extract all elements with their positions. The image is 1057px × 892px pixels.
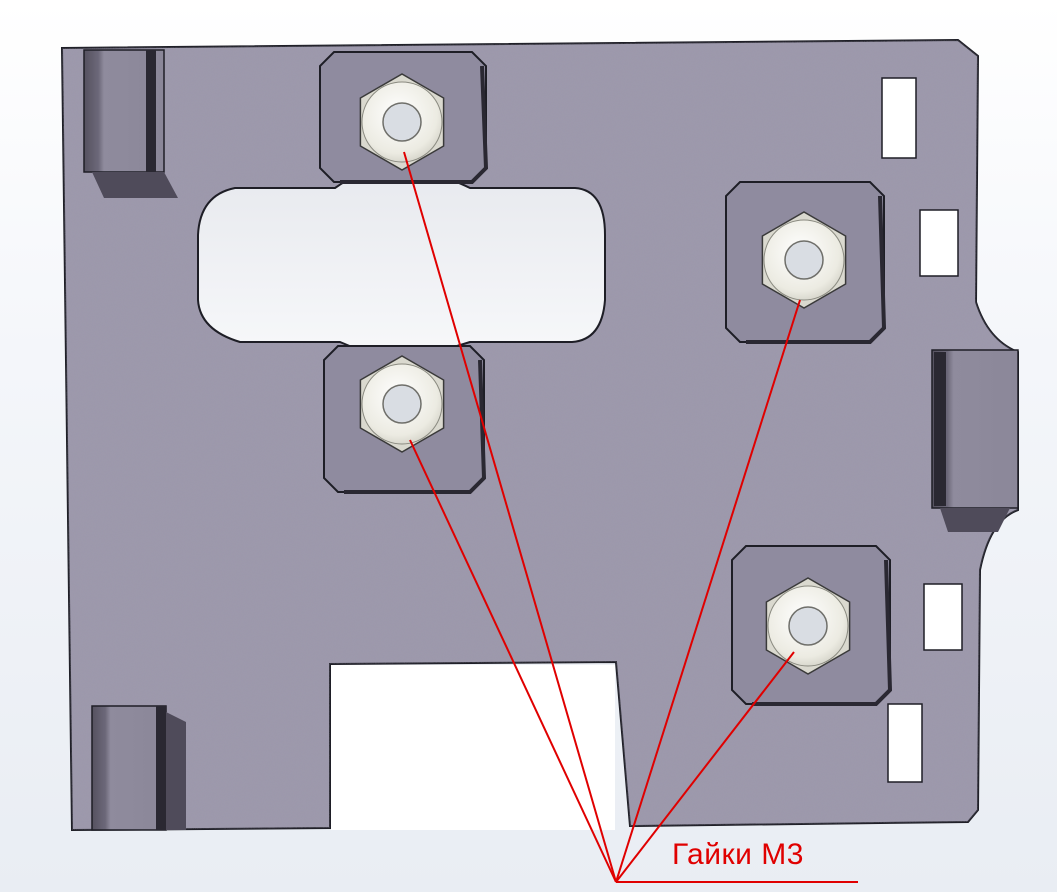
hex-nut-3 xyxy=(761,211,847,309)
leader-line-3 xyxy=(615,299,801,883)
central-cutout xyxy=(197,165,606,358)
hex-nut-1 xyxy=(359,73,445,171)
slot-4 xyxy=(887,703,923,783)
corner-block-bottom-left xyxy=(91,705,186,831)
leader-line-4 xyxy=(615,651,795,883)
slot-3 xyxy=(923,583,963,651)
slot-2 xyxy=(919,209,959,277)
nut-pocket-1 xyxy=(319,51,489,184)
nuts-label: Гайки М3 xyxy=(672,838,804,871)
nut-pocket-3 xyxy=(725,181,887,344)
hex-nut-2 xyxy=(359,355,445,453)
leader-line-2 xyxy=(409,439,617,883)
bottom-notch xyxy=(331,665,615,830)
leader-lines xyxy=(403,151,858,883)
corner-block-top-left xyxy=(83,49,178,198)
slot-1 xyxy=(881,77,917,159)
leader-line-1 xyxy=(403,151,617,883)
side-block-right xyxy=(931,349,1019,532)
nut-pocket-4 xyxy=(731,545,893,706)
hex-nut-4 xyxy=(765,577,851,675)
nut-pocket-2 xyxy=(323,345,487,494)
